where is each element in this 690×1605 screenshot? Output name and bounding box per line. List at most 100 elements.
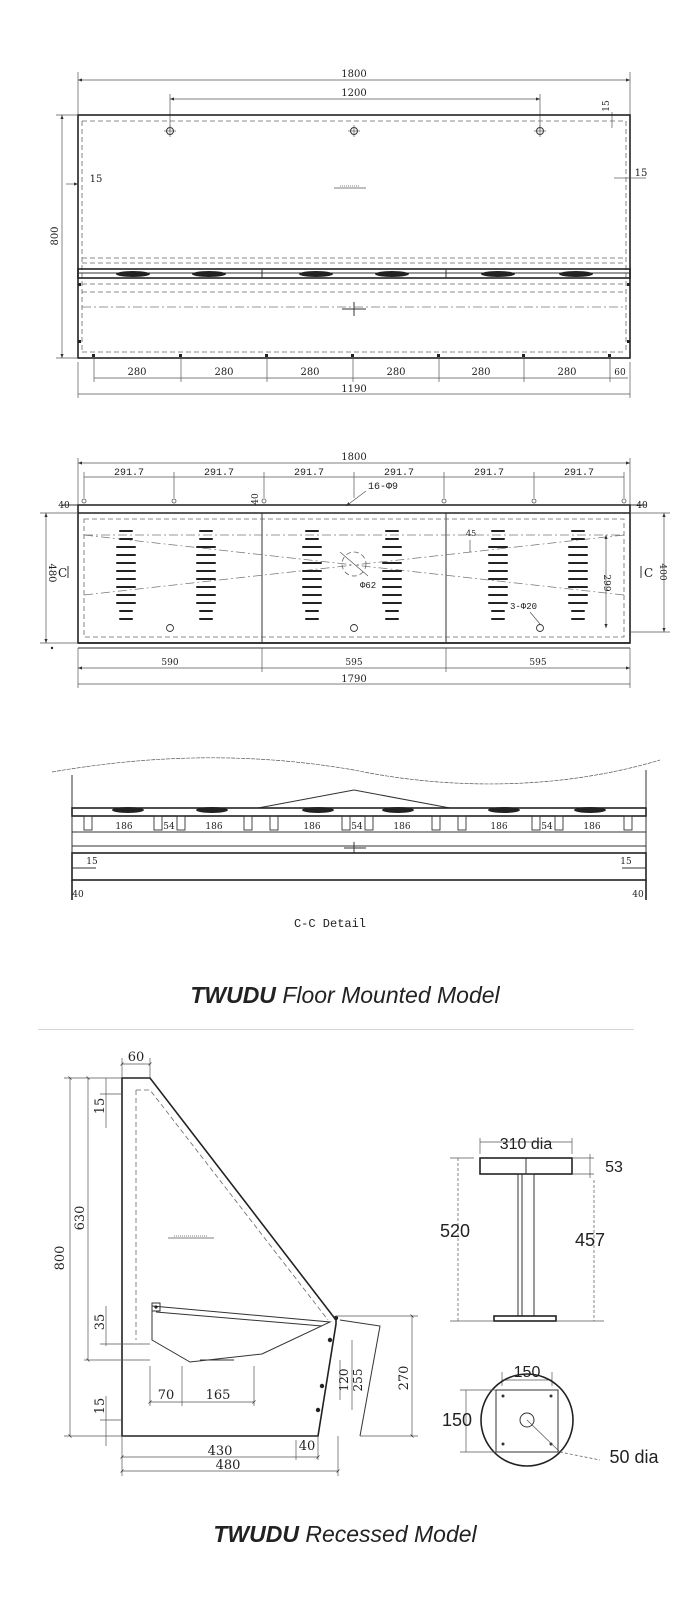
louvre-slot (305, 538, 319, 540)
top-spacing-3: 280 (300, 367, 319, 378)
top-height: 800 (50, 226, 61, 245)
louvre-slot (116, 602, 136, 604)
bottom-fixing-points (78, 283, 630, 357)
detail-spacing-6: 186 (393, 822, 410, 832)
louvre-slot (382, 586, 402, 588)
pedestal-plate: 53 (605, 1159, 623, 1176)
pedestal-top-dia: 310 dia (500, 1136, 553, 1153)
side-mid: 35 (93, 1314, 108, 1331)
side-logo-plate-icon (168, 1235, 214, 1239)
louvre-slot (116, 570, 136, 572)
front-inset-right: 40 (636, 501, 648, 511)
detail-bracket (457, 815, 467, 831)
louvre-slot (571, 618, 585, 620)
detail-spacing-4: 186 (303, 822, 320, 832)
front-spacing-3: 291.7 (294, 468, 324, 479)
louvre-slot (488, 570, 508, 572)
side-depth-255: 255 (351, 1369, 365, 1392)
front-small-dim: 45 (466, 529, 476, 538)
pedestal-pipe-dia: 50 dia (609, 1447, 659, 1467)
louvre-slot (568, 602, 588, 604)
louvre-slot (302, 586, 322, 588)
louvre-slot (385, 618, 399, 620)
pedestal-drawing: 310 dia 53 520 457 150 150 50 dia (440, 1136, 660, 1467)
side-front-height: 270 (397, 1366, 412, 1391)
detail-bracket (554, 815, 564, 831)
louvre-slot (488, 546, 508, 548)
side-top-margin: 15 (93, 1098, 108, 1115)
louvre-slot (382, 570, 402, 572)
louvre-slot (116, 586, 136, 588)
side-depth-120: 120 (337, 1369, 351, 1392)
louvre-slot (302, 602, 322, 604)
recessed-side-view: 60 800 630 15 35 15 (53, 1050, 418, 1476)
detail-foot-right: 40 (632, 890, 644, 900)
detail-slot-icon (112, 807, 606, 813)
louvre-slot (119, 618, 133, 620)
louvre-slot (488, 602, 508, 604)
louvre-slot (491, 530, 505, 532)
louvre-slot (382, 554, 402, 556)
louvre-slot (488, 594, 508, 596)
detail-bracket (364, 815, 374, 831)
louvre-slot (382, 562, 402, 564)
louvre-slot (196, 586, 216, 588)
louvre-slot (302, 594, 322, 596)
detail-foot-left: 40 (72, 890, 84, 900)
louvre-slot (568, 562, 588, 564)
detail-bracket (623, 815, 633, 831)
side-seg-165: 165 (206, 1388, 231, 1403)
detail-spacing-2: 54 (163, 822, 175, 832)
louvre-slot (491, 538, 505, 540)
detail-spacing-1: 186 (115, 822, 132, 832)
louvre-slot (116, 554, 136, 556)
recessed-model-caption-rest: Recessed Model (305, 1521, 477, 1547)
louvre-slot (199, 530, 213, 532)
detail-bracket (431, 815, 441, 831)
side-upper-height: 630 (73, 1206, 88, 1231)
front-bay-1: 590 (161, 658, 178, 668)
detail-bracket (341, 815, 351, 831)
front-bottom-width: 1790 (341, 674, 366, 685)
detail-bracket (269, 815, 279, 831)
louvre-slot (491, 618, 505, 620)
louvre-slot (119, 538, 133, 540)
top-overall-width: 1800 (341, 69, 366, 80)
side-top-width: 60 (128, 1050, 145, 1065)
louvre-slot (302, 570, 322, 572)
louvre-slot (116, 562, 136, 564)
front-view-drawing: 1800 291.7 291.7 291.7 291.7 291.7 291.7… (40, 452, 670, 688)
logo-plate-icon (334, 185, 366, 189)
louvre-slot (385, 538, 399, 540)
louvre-slot (196, 594, 216, 596)
louvre-slot (568, 586, 588, 588)
top-spacing-4: 280 (386, 367, 405, 378)
louvre-slot (382, 602, 402, 604)
louvre-slot (568, 578, 588, 580)
front-spacing-5: 291.7 (474, 468, 504, 479)
section-divider (38, 1029, 634, 1030)
front-height: 480 (46, 563, 57, 582)
louvre-slot (488, 578, 508, 580)
louvre-slot (305, 530, 319, 532)
pedestal-plate-size: 150 (514, 1364, 541, 1381)
front-spacing-1: 291.7 (114, 468, 144, 479)
top-edge-right: 15 (635, 168, 648, 179)
floor-model-caption-bold: TWUDU (190, 982, 276, 1008)
front-bay-3: 595 (529, 658, 546, 668)
louvre-slot (116, 546, 136, 548)
louvre-slot (119, 530, 133, 532)
louvre-slot (385, 610, 399, 612)
detail-spacing-7: 186 (490, 822, 507, 832)
louvre-slot (119, 610, 133, 612)
louvre-slot (488, 554, 508, 556)
top-bottom-width: 1190 (341, 384, 366, 395)
louvre-slot (199, 538, 213, 540)
detail-spacing-5: 54 (351, 822, 363, 832)
pedestal-plate-size-v: 150 (442, 1410, 472, 1430)
detail-edge-right: 15 (620, 857, 632, 867)
louvre-slot (568, 594, 588, 596)
detail-edge-left: 15 (86, 857, 98, 867)
louvre-slot (196, 570, 216, 572)
